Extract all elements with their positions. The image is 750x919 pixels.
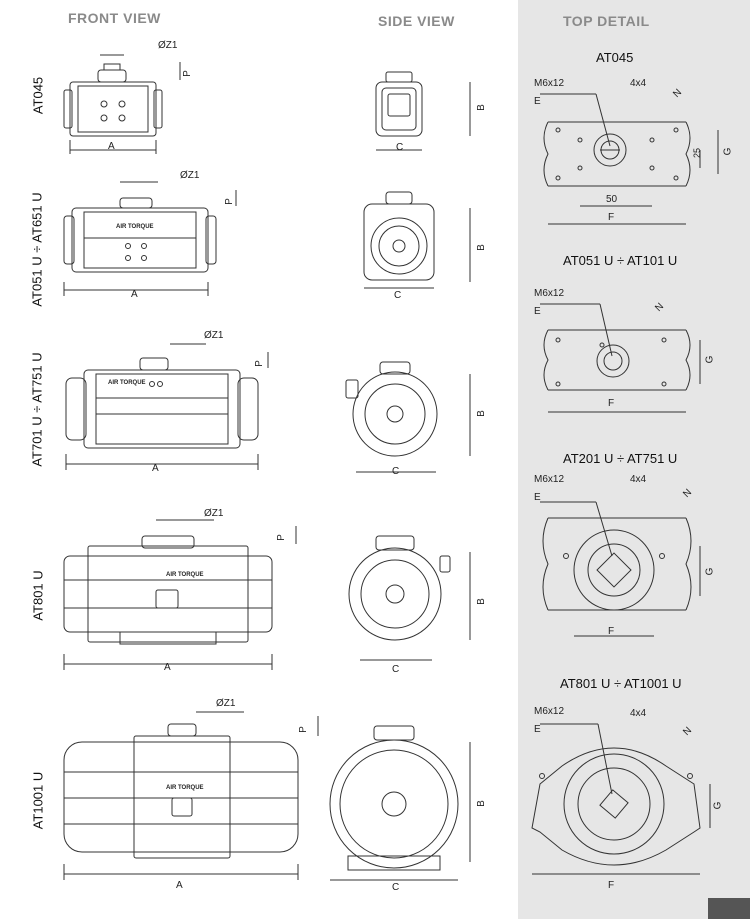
f-label-at201: F xyxy=(608,626,615,637)
g-label-at051: G xyxy=(704,355,716,364)
dim-a-at801: A xyxy=(164,662,171,673)
brand-plate-at051: AIR TORQUE xyxy=(116,224,154,230)
e-label-at201: E xyxy=(534,492,541,503)
side-view-at1001 xyxy=(329,725,471,881)
top-detail-at045 xyxy=(540,93,719,225)
detail-title-at045: AT045 xyxy=(596,50,634,65)
corner-mark xyxy=(708,898,750,919)
dim-b-at045: B xyxy=(475,104,487,111)
dim-c-at801: C xyxy=(392,664,400,675)
side-view-at045 xyxy=(375,71,471,151)
side-view-at701 xyxy=(345,361,471,473)
square-label-at201: 4x4 xyxy=(630,474,647,485)
side-view-at801 xyxy=(348,535,471,661)
dim-a-at701: A xyxy=(152,463,159,474)
dim-p-at051: P xyxy=(223,198,235,205)
dim-p-at801: P xyxy=(275,534,287,541)
dim-z1-at801: ØZ1 xyxy=(204,508,224,519)
dim-b-at1001: B xyxy=(475,800,487,807)
front-view-header: FRONT VIEW xyxy=(68,10,161,26)
brand-plate-at701: AIR TORQUE xyxy=(108,380,146,386)
dim-b-at051: B xyxy=(475,244,487,251)
fifty-label: 50 xyxy=(606,194,618,205)
detail-title-at801: AT801 U ÷ AT1001 U xyxy=(560,676,682,691)
twentyfive-label: 25 xyxy=(692,147,703,159)
f-label-at045: F xyxy=(608,212,615,223)
dim-a-at051: A xyxy=(131,289,138,300)
dim-a-at1001: A xyxy=(176,880,183,891)
dim-c-at1001: C xyxy=(392,882,400,893)
dim-z1-at045: ØZ1 xyxy=(158,40,178,51)
e-label-at801: E xyxy=(534,724,541,735)
detail-title-at051: AT051 U ÷ AT101 U xyxy=(563,253,678,268)
thread-label-at201: M6x12 xyxy=(534,474,565,485)
dim-z1-at701: ØZ1 xyxy=(204,330,224,341)
dim-c-at045: C xyxy=(396,142,404,153)
g-label-at201: G xyxy=(704,567,716,576)
dim-c-at701: C xyxy=(392,466,400,477)
f-label-at051: F xyxy=(608,398,615,409)
dim-b-at801: B xyxy=(475,598,487,605)
square-label-at045: 4x4 xyxy=(630,78,647,89)
thread-label-at045: M6x12 xyxy=(534,78,565,89)
thread-label-at051: M6x12 xyxy=(534,288,565,299)
e-label-at045: E xyxy=(534,96,541,107)
top-detail-at201 xyxy=(540,501,701,637)
dim-b-at701: B xyxy=(475,410,487,417)
detail-title-at201: AT201 U ÷ AT751 U xyxy=(563,451,678,466)
f-label-at801: F xyxy=(608,880,615,891)
g-label-at801: G xyxy=(712,801,724,810)
dim-p-at045: P xyxy=(181,70,193,77)
dim-z1-at1001: ØZ1 xyxy=(216,698,236,709)
front-view-at701 xyxy=(65,343,269,470)
top-detail-panel xyxy=(518,0,750,919)
front-view-at1001 xyxy=(63,711,319,880)
front-view-at801 xyxy=(63,519,297,670)
brand-plate-at1001: AIR TORQUE xyxy=(166,785,204,791)
dim-c-at051: C xyxy=(394,290,402,301)
top-detail-at801 xyxy=(531,723,711,875)
thread-label-at801: M6x12 xyxy=(534,706,565,717)
front-view-at051 xyxy=(63,181,237,296)
dim-a-at045: A xyxy=(108,141,115,152)
brand-plate-at801: AIR TORQUE xyxy=(166,572,204,578)
top-detail-at051 xyxy=(540,303,701,413)
front-view-at045 xyxy=(63,54,181,154)
side-view-header: SIDE VIEW xyxy=(378,13,455,29)
e-label-at051: E xyxy=(534,306,541,317)
dim-z1-at051: ØZ1 xyxy=(180,170,200,181)
square-label-at801: 4x4 xyxy=(630,708,647,719)
dim-p-at701: P xyxy=(253,360,265,367)
top-detail-header: TOP DETAIL xyxy=(563,13,650,29)
side-view-at051 xyxy=(363,191,471,289)
dim-p-at1001: P xyxy=(297,726,309,733)
g-label-at045: G xyxy=(722,147,734,156)
